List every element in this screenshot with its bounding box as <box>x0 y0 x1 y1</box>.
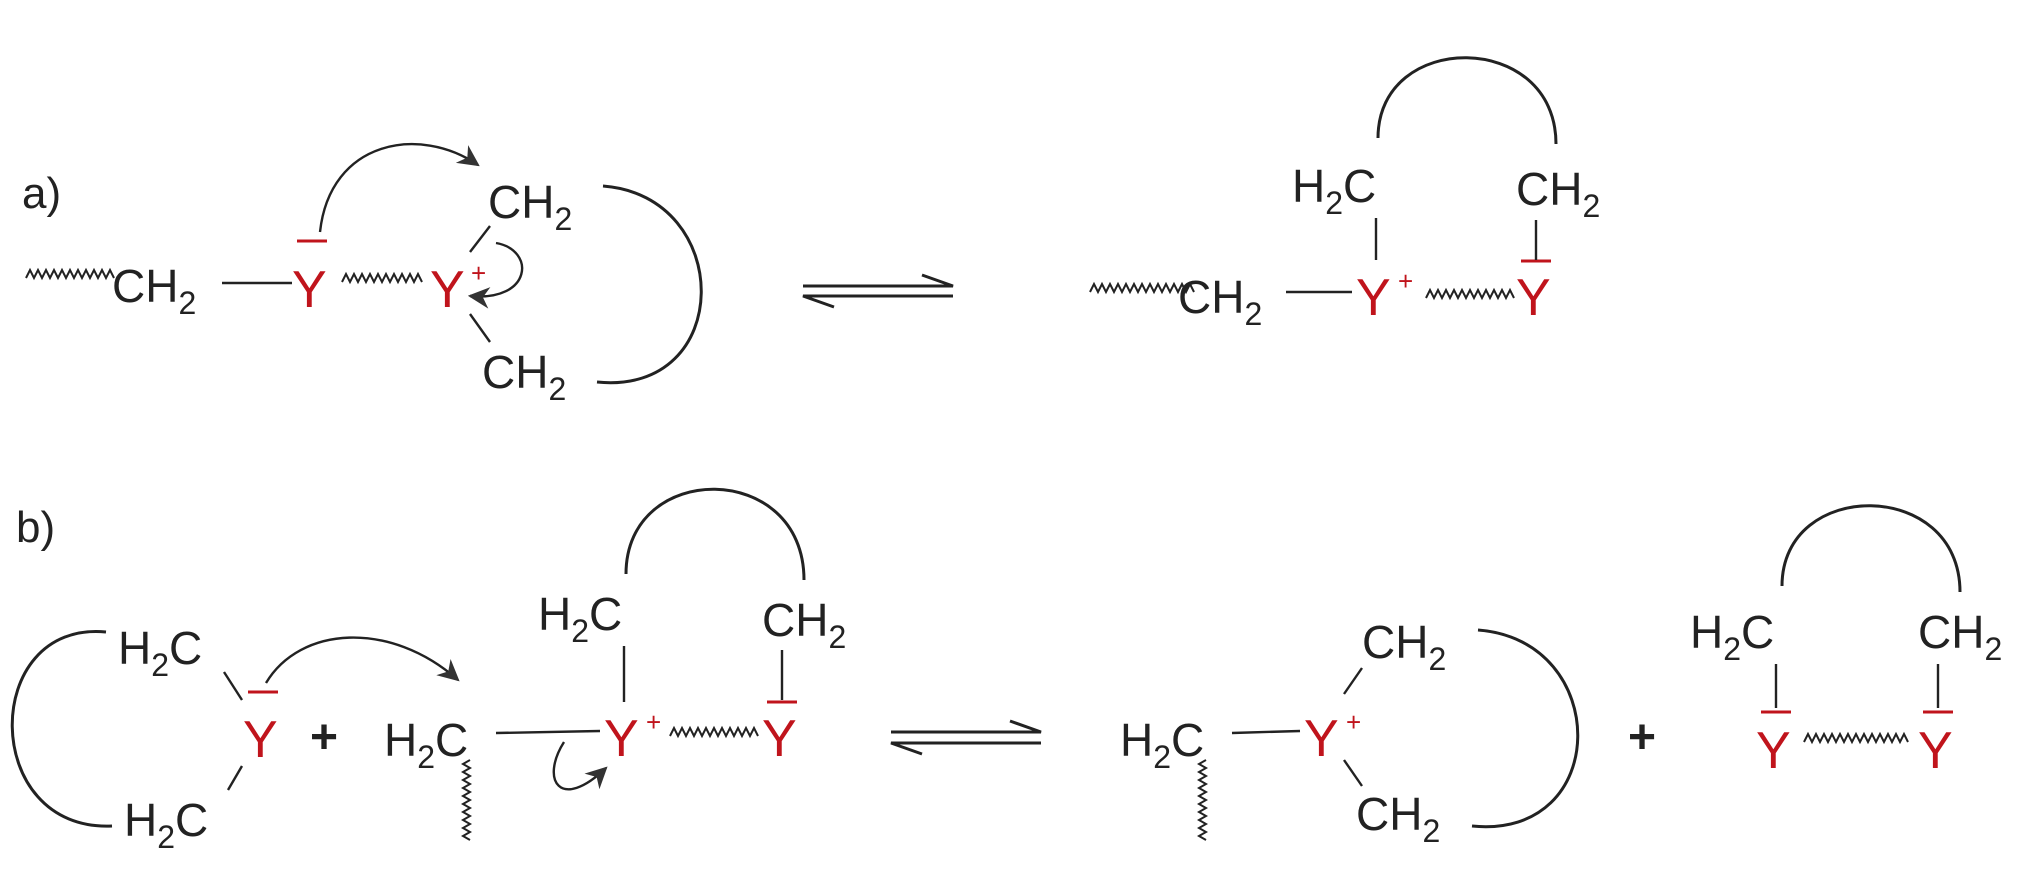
ring-arc <box>596 184 703 385</box>
panel-a-product: CH2 Y + H2C Y CH2 <box>1089 56 1600 332</box>
methylene-group-right: CH2 <box>1918 606 2002 667</box>
single-bond <box>495 729 601 735</box>
cationic-heteroatom: Y <box>604 710 639 768</box>
ring-methylene-upper: CH2 <box>1362 616 1446 677</box>
panel-a-label: a) <box>22 169 61 218</box>
polymer-chain-wavy-bond <box>1089 281 1195 295</box>
bond-cleavage-arrow <box>552 741 608 791</box>
cationic-heteroatom: Y <box>1356 269 1391 327</box>
methylene-group: H2C <box>384 714 468 775</box>
nucleophilic-attack-arrow <box>318 143 480 233</box>
anionic-heteroatom: Y <box>1918 722 1953 780</box>
anionic-heteroatom: Y <box>243 711 278 769</box>
positive-charge: + <box>646 707 661 737</box>
ring-arc <box>1471 628 1580 829</box>
chain-arc <box>624 487 806 581</box>
ring-bond-upper <box>469 225 491 253</box>
plus-sign: + <box>310 711 338 764</box>
methylene-group-left: H2C <box>1292 160 1376 221</box>
positive-charge: + <box>1398 266 1413 296</box>
methylene-group: H2C <box>1120 714 1204 775</box>
wavy-bond <box>1425 287 1515 301</box>
wavy-bond <box>1803 731 1909 745</box>
wavy-bond <box>341 271 423 285</box>
methylene-group: CH2 <box>1178 271 1262 332</box>
chain-arc <box>1376 56 1558 145</box>
methylene-group-left: H2C <box>538 588 622 649</box>
methylene-group-right: CH2 <box>762 594 846 655</box>
ring-bond-upper <box>1343 667 1363 695</box>
single-bond <box>1231 729 1301 735</box>
ring-bond-lower <box>469 313 491 343</box>
polymer-chain-wavy-bond <box>460 759 473 841</box>
ring-methylene-lower: CH2 <box>1356 788 1440 849</box>
nucleophilic-attack-arrow <box>264 636 460 684</box>
methylene-group-left: H2C <box>1690 606 1774 667</box>
polymer-chain-wavy-bond <box>25 267 115 281</box>
panel-a-reactant: CH2 Y Y + CH2 CH2 <box>25 143 703 407</box>
anionic-heteroatom: Y <box>762 710 797 768</box>
panel-b: b) H2C H2C Y + H2C Y + H2C Y CH2 <box>10 487 2002 855</box>
anionic-heteroatom: Y <box>292 261 327 319</box>
cationic-heteroatom: Y <box>430 261 465 319</box>
methylene-group-right: CH2 <box>1516 163 1600 224</box>
ring-bond-lower <box>1343 759 1363 787</box>
chain-with-ring: H2C Y + CH2 CH2 <box>1120 616 1580 849</box>
ring-arc <box>10 630 113 828</box>
cationic-heteroatom: Y <box>1304 710 1339 768</box>
cyclic-monomer: H2C H2C Y <box>10 622 460 855</box>
equilibrium-arrow-a <box>802 273 954 309</box>
panel-b-label: b) <box>16 503 55 552</box>
wavy-bond <box>669 725 759 739</box>
linear-fragment: H2C CH2 Y Y <box>1690 504 2002 780</box>
positive-charge: + <box>1346 707 1361 737</box>
ring-bond-lower <box>226 765 244 791</box>
positive-charge: + <box>471 258 486 288</box>
growing-chain: H2C Y + H2C Y CH2 <box>384 487 846 841</box>
ring-methylene-lower: CH2 <box>482 346 566 407</box>
ring-bond-upper <box>222 671 244 701</box>
equilibrium-arrow-b <box>890 719 1042 756</box>
anionic-heteroatom: Y <box>1756 722 1791 780</box>
chain-arc <box>1780 504 1962 593</box>
anionic-heteroatom: Y <box>1516 269 1551 327</box>
ring-methylene-upper: CH2 <box>488 176 572 237</box>
ring-methylene-lower: H2C <box>124 794 208 855</box>
methylene-group: CH2 <box>112 260 196 321</box>
panel-a: a) CH2 Y Y + CH2 CH2 CH2 <box>22 56 1600 407</box>
ring-methylene-upper: H2C <box>118 622 202 683</box>
polymer-chain-wavy-bond <box>1196 759 1209 841</box>
plus-sign: + <box>1628 711 1656 764</box>
ring-opening-arrow <box>467 241 524 309</box>
